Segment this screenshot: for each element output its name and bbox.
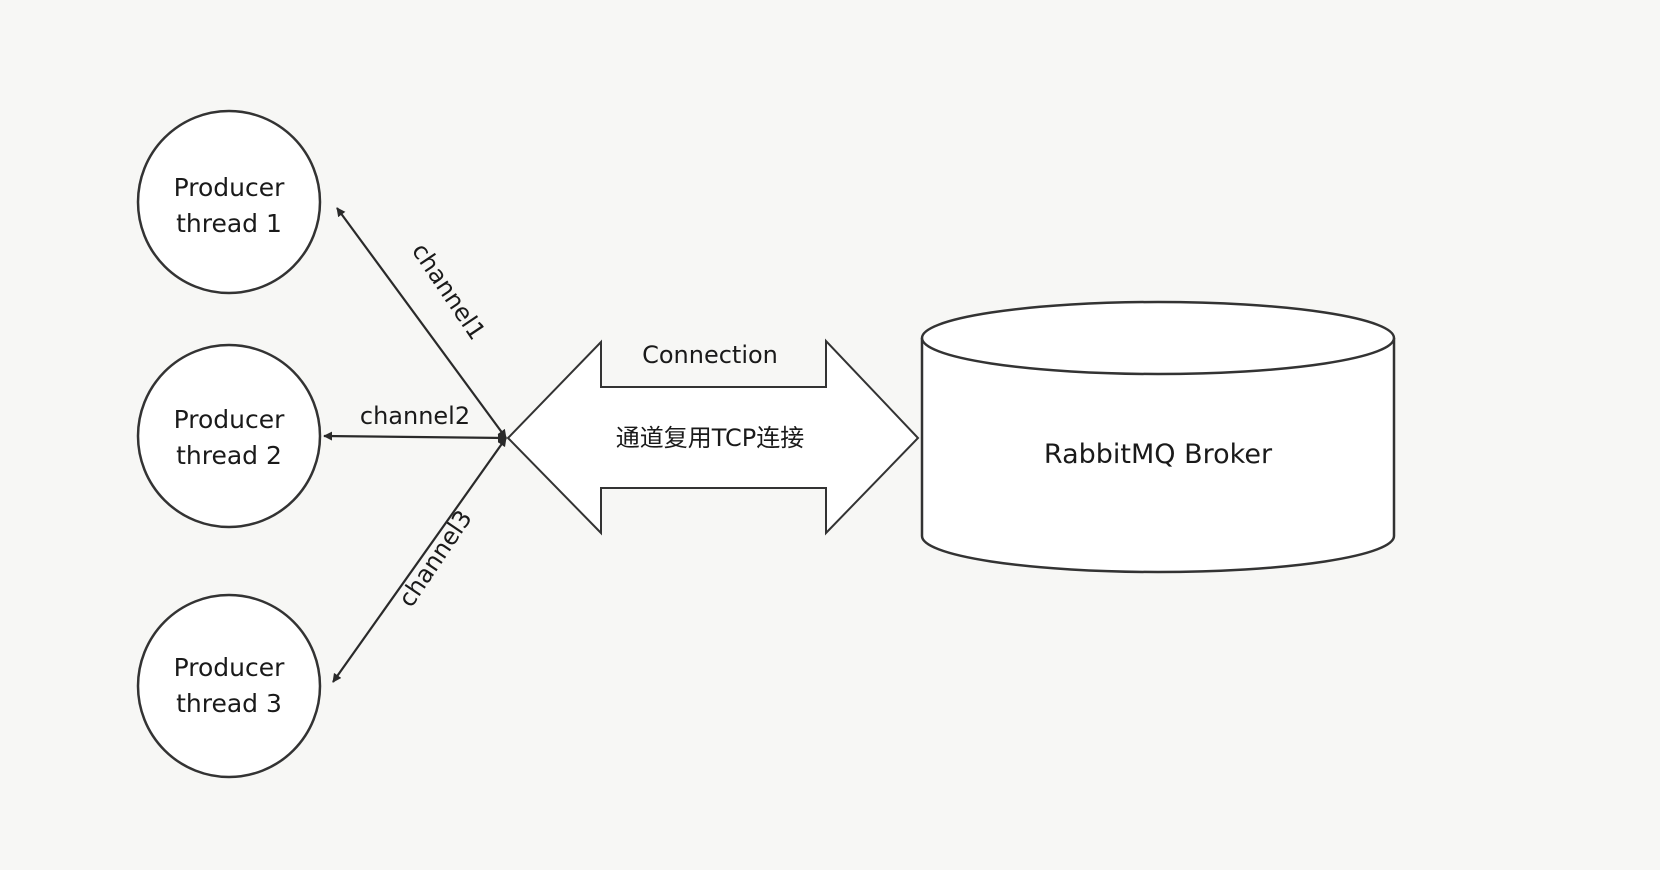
channel2-arrow [323, 431, 507, 443]
channel1-label: channel1 [406, 238, 491, 345]
producer-thread-1: Producer thread 1 [136, 109, 322, 295]
channel3-arrow [332, 437, 507, 683]
channel1-arrow [336, 207, 507, 439]
producer-label-line1: Producer [174, 653, 286, 682]
producer-circle [136, 593, 322, 779]
producer-label-line1: Producer [174, 405, 286, 434]
producer-label-line2: thread 1 [176, 209, 282, 238]
connection-block-arrow [506, 338, 920, 536]
producer-thread-2: Producer thread 2 [136, 343, 322, 529]
tcp-multiplex-label: 通道复用TCP连接 [616, 424, 804, 452]
channel2-label: channel2 [360, 402, 470, 430]
channel3-label: channel3 [393, 505, 478, 612]
producer-label-line1: Producer [174, 173, 286, 202]
cylinder-top [920, 300, 1396, 376]
producer-circle [136, 343, 322, 529]
broker-label: RabbitMQ Broker [1044, 439, 1273, 470]
producer-label-line2: thread 3 [176, 689, 282, 718]
producer-thread-3: Producer thread 3 [136, 593, 322, 779]
rabbitmq-broker-cylinder: RabbitMQ Broker [920, 300, 1396, 574]
connection-label: Connection [642, 341, 778, 369]
producer-circle [136, 109, 322, 295]
cylinder-body [920, 338, 1396, 574]
producer-label-line2: thread 2 [176, 441, 282, 470]
